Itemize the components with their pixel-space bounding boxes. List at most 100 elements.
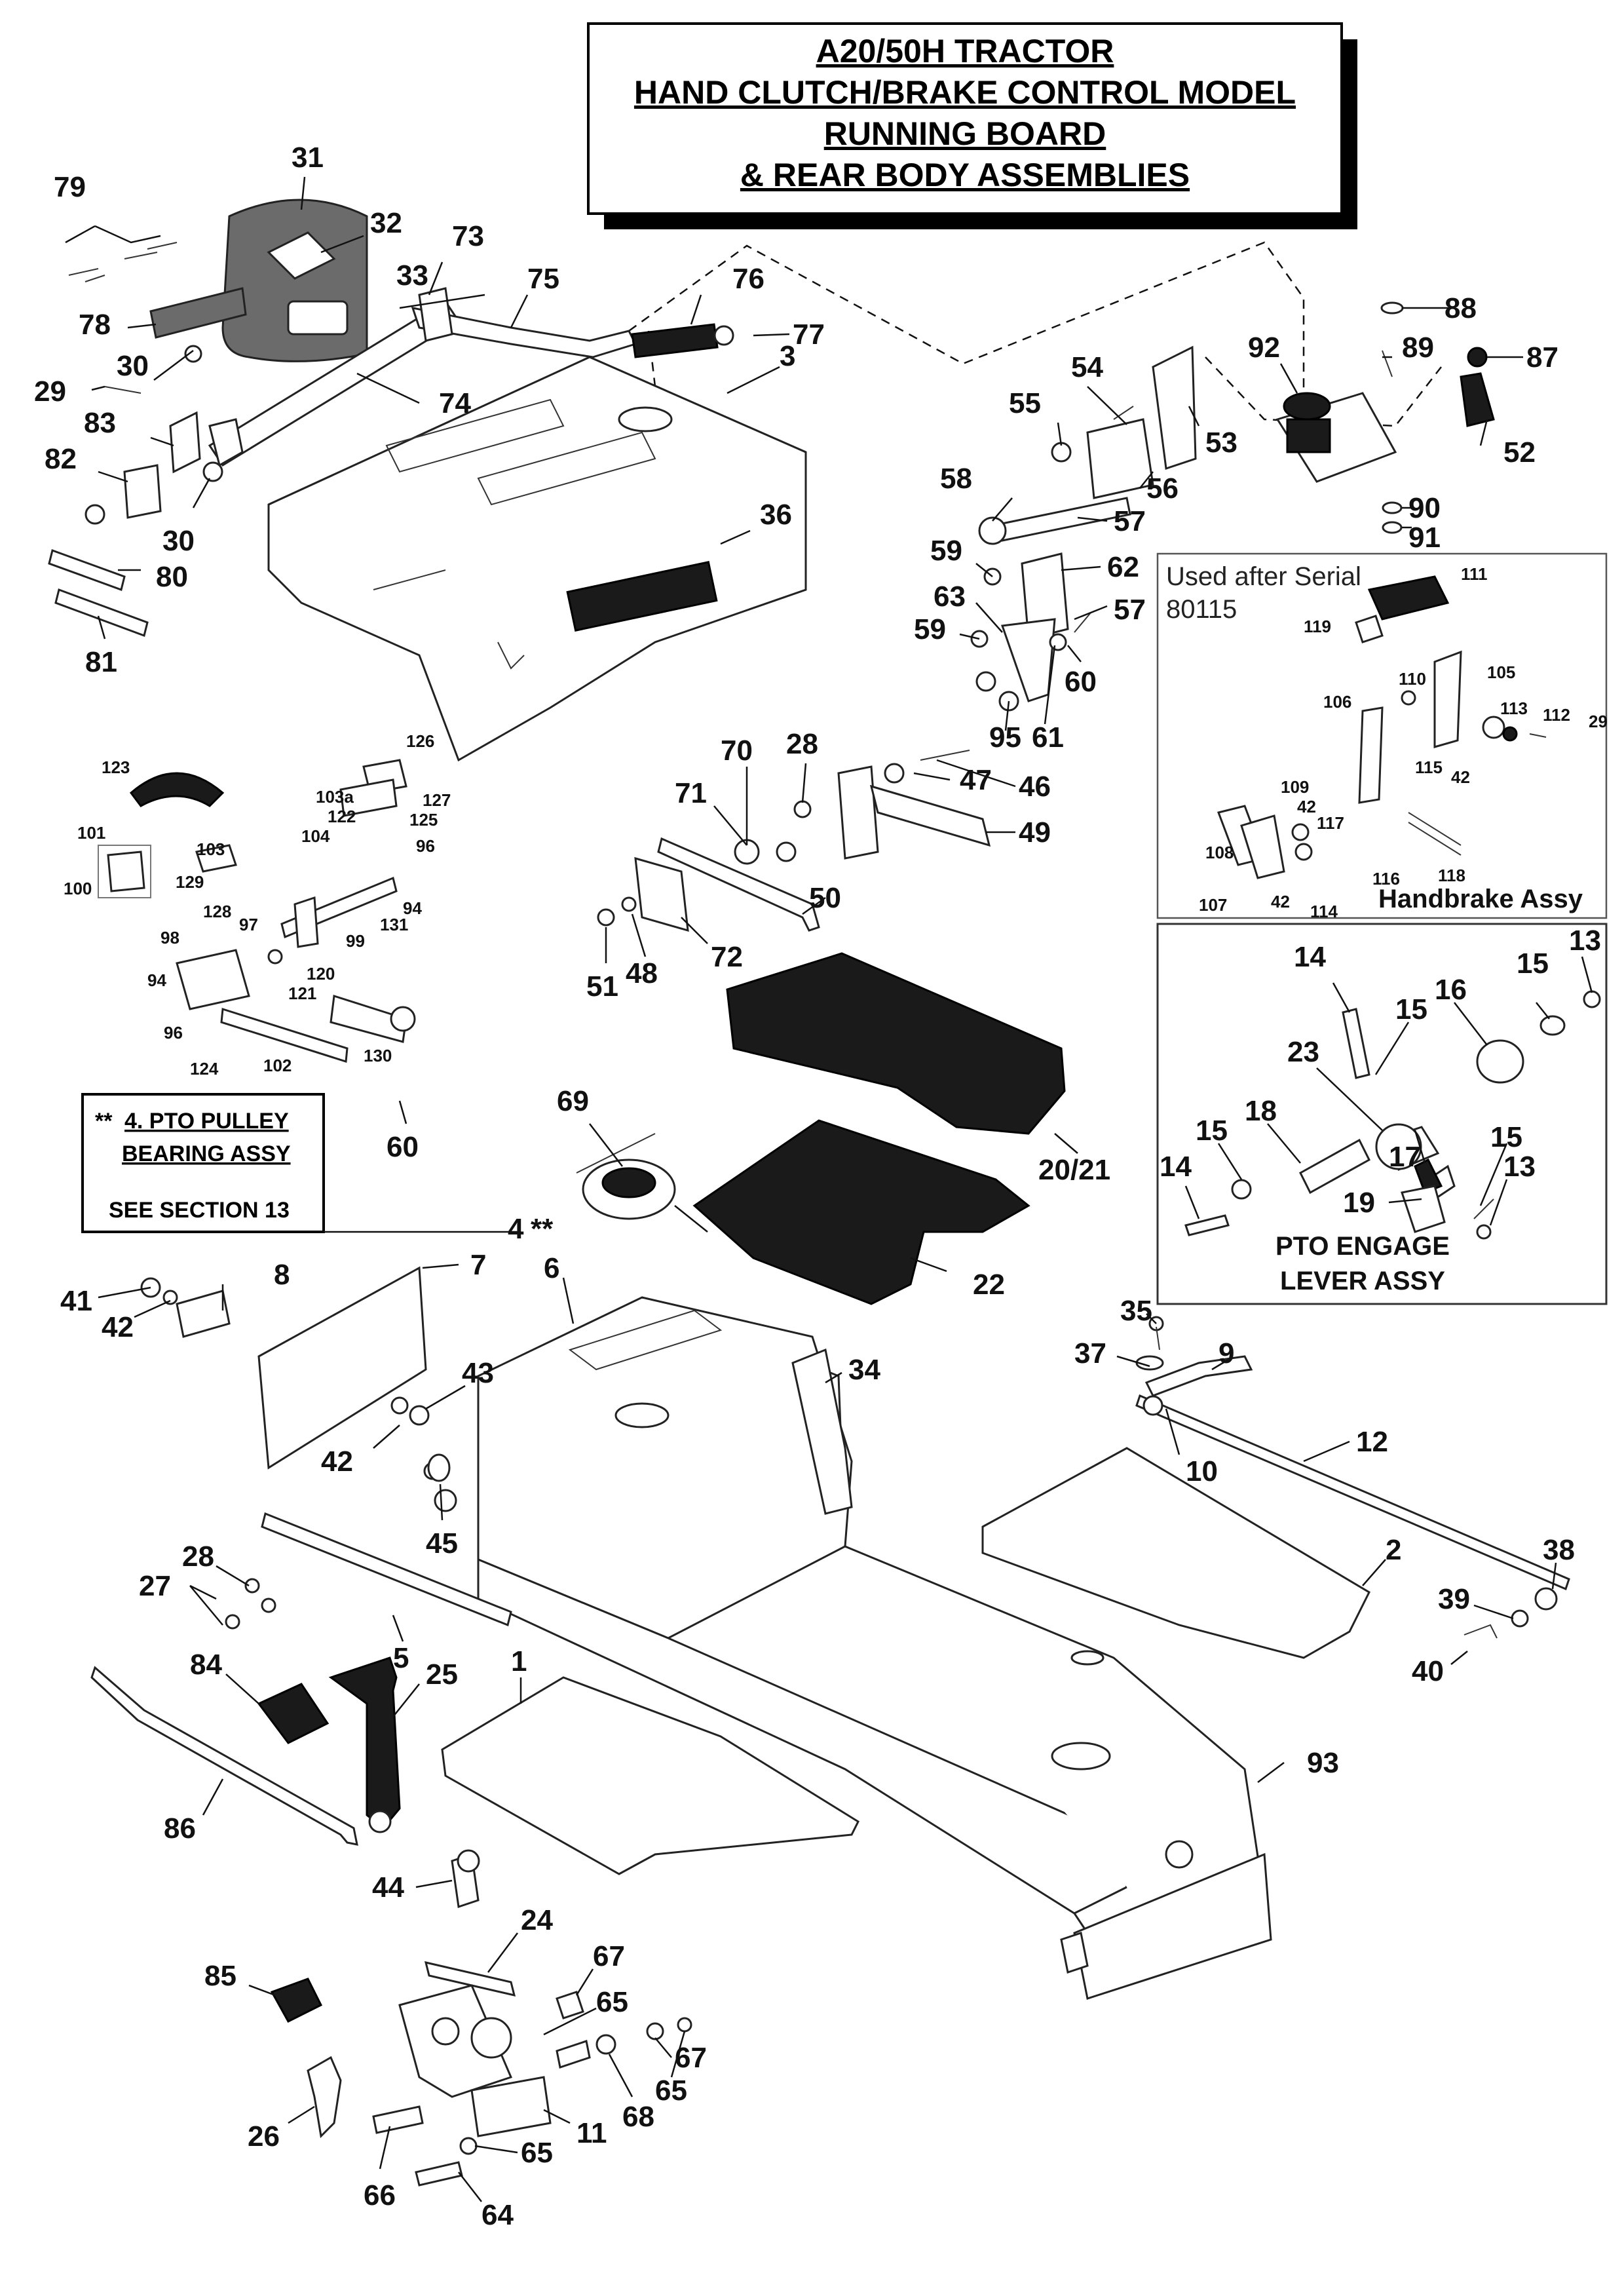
rear-body-fender [267, 356, 807, 762]
callout-112: 112 [1543, 705, 1570, 725]
pto-lever-inset-frame [1156, 923, 1608, 1305]
callout-1: 1 [511, 1645, 527, 1677]
main-frame [477, 1296, 1272, 2000]
callout-67-lower: 67 [675, 2042, 707, 2074]
callout-23: 23 [1287, 1036, 1319, 1068]
pto-lever-inset-title-line-1: PTO ENGAGE [1275, 1232, 1450, 1261]
callout-65-lower: 65 [521, 2137, 553, 2169]
callout-4: 4 [508, 1213, 524, 1245]
callout-115: 115 [1415, 757, 1443, 777]
title-line-4: & REAR BODY ASSEMBLIES [740, 157, 1190, 193]
callout-27: 27 [139, 1570, 171, 1602]
callout-84: 84 [190, 1649, 222, 1681]
callout-87: 87 [1526, 341, 1558, 373]
callout-29-left: 29 [34, 375, 66, 408]
console-parts [1275, 301, 1495, 534]
callout-17: 17 [1389, 1141, 1421, 1173]
callout-91: 91 [1408, 522, 1441, 554]
callout-107: 107 [1199, 895, 1227, 915]
callout-103a: 103a [316, 787, 354, 807]
callout-47: 47 [960, 764, 992, 796]
callout-45: 45 [426, 1527, 458, 1559]
callout-94-lower: 94 [147, 970, 166, 990]
callout-34: 34 [848, 1354, 880, 1386]
center-brackets [423, 1348, 853, 1515]
callout-98: 98 [161, 928, 179, 947]
left-brackets [48, 345, 223, 637]
callout-16: 16 [1435, 974, 1467, 1006]
callout-77: 77 [793, 318, 825, 351]
callout-59-upper: 59 [930, 535, 962, 567]
callout-66: 66 [364, 2179, 396, 2211]
seat-bolts [68, 242, 178, 282]
callout-26: 26 [248, 2120, 280, 2152]
callout-93: 93 [1307, 1747, 1339, 1779]
pto-note-line-1: 4. PTO PULLEY [124, 1109, 289, 1134]
handbrake-serial-note-line-2: 80115 [1166, 595, 1237, 624]
title-block: A20/50H TRACTOR HAND CLUTCH/BRAKE CONTRO… [587, 22, 1357, 229]
title-line-1: A20/50H TRACTOR [816, 33, 1114, 69]
callout-122: 122 [328, 807, 356, 826]
callout-15-d: 15 [1490, 1121, 1522, 1153]
callout-65-upper: 65 [596, 1986, 628, 2018]
callout-28-upper: 28 [786, 728, 818, 760]
callout-8: 8 [274, 1259, 290, 1291]
callout-56: 56 [1146, 472, 1179, 505]
handbrake-parts [1217, 575, 1547, 879]
callout-58: 58 [940, 463, 972, 495]
callout-62: 62 [1107, 551, 1139, 583]
callout-14-lower: 14 [1160, 1151, 1192, 1183]
callout-57-lower: 57 [1114, 594, 1146, 626]
callout-13-lower: 13 [1503, 1151, 1536, 1183]
callout-15-a: 15 [1395, 993, 1427, 1025]
callout-103: 103 [197, 839, 225, 859]
callout-13-upper: 13 [1569, 925, 1601, 957]
callout-44: 44 [372, 1871, 404, 1904]
callout-81: 81 [85, 646, 117, 678]
pto-note-line-3: SEE SECTION 13 [109, 1198, 290, 1223]
callout-2: 2 [1386, 1534, 1401, 1566]
callout-68: 68 [622, 2101, 654, 2133]
callout-35: 35 [1120, 1295, 1152, 1327]
callout-59-lower: 59 [914, 613, 946, 645]
callout-53: 53 [1205, 427, 1237, 459]
callout-108: 108 [1205, 843, 1234, 862]
callout-83: 83 [84, 407, 116, 439]
callout-90: 90 [1408, 492, 1441, 524]
callout-32: 32 [370, 207, 402, 239]
lower-hardware [270, 1849, 692, 2187]
callout-110: 110 [1399, 669, 1426, 689]
callout-24: 24 [521, 1904, 553, 1936]
callout-39: 39 [1438, 1583, 1470, 1615]
callout-128: 128 [203, 902, 231, 921]
callout-99: 99 [346, 931, 365, 951]
callout-71: 71 [675, 777, 707, 809]
pto-note-prefix: ** [95, 1109, 113, 1134]
callout-126: 126 [406, 731, 434, 751]
callout-49: 49 [1019, 816, 1051, 849]
callout-15-b: 15 [1517, 947, 1549, 980]
callout-37: 37 [1074, 1337, 1106, 1369]
strap-and-clips [225, 1489, 512, 1630]
pto-pulley-note-box [81, 1093, 325, 1233]
callout-96-upper: 96 [416, 836, 435, 856]
callout-6: 6 [544, 1252, 559, 1284]
callout-116: 116 [1372, 869, 1400, 889]
callout-52: 52 [1503, 436, 1536, 469]
callout-36: 36 [760, 499, 792, 531]
callout-70: 70 [721, 735, 753, 767]
callout-80: 80 [156, 561, 188, 593]
callout-65-mid: 65 [655, 2075, 687, 2107]
callout-5: 5 [393, 1642, 409, 1674]
callout-114: 114 [1310, 902, 1338, 921]
seat-assembly [221, 199, 368, 362]
callout-86: 86 [164, 1812, 196, 1845]
callout-46: 46 [1019, 771, 1051, 803]
handbrake-serial-note-line-1: Used after Serial [1166, 562, 1361, 591]
title-line-2: HAND CLUTCH/BRAKE CONTROL MODEL [634, 74, 1296, 111]
callout-10: 10 [1186, 1455, 1218, 1487]
callout-67-upper: 67 [593, 1940, 625, 1972]
callout-38: 38 [1543, 1534, 1575, 1566]
callout-50: 50 [809, 882, 841, 914]
callout-7: 7 [470, 1249, 486, 1281]
